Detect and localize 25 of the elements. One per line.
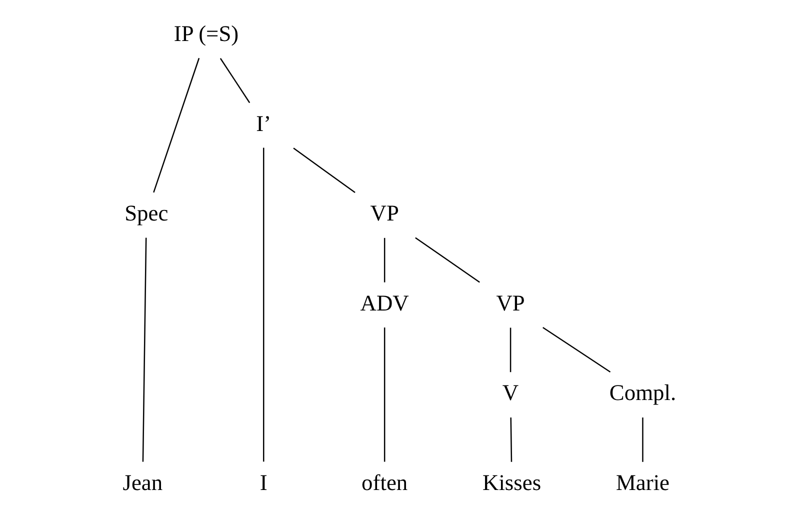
node-text: Spec <box>124 200 168 226</box>
connector <box>383 238 385 282</box>
connector <box>142 238 146 462</box>
connector <box>219 58 250 104</box>
node-text: Jean <box>122 470 162 495</box>
connector <box>152 58 200 193</box>
connector <box>542 326 610 373</box>
connector <box>383 328 385 462</box>
connector <box>642 418 643 462</box>
node-text: IP (=S) <box>173 21 238 46</box>
node-text: VP <box>370 200 398 226</box>
connector <box>509 328 511 372</box>
node-text: Marie <box>615 470 670 495</box>
node-text: ADV <box>360 290 408 316</box>
node-text: V <box>502 380 518 406</box>
connector <box>262 148 264 462</box>
connector <box>292 148 355 194</box>
node-text: VP <box>496 290 524 316</box>
node-text: I <box>259 470 267 495</box>
node-text: I’ <box>256 110 271 136</box>
node-text: Kisses <box>482 470 541 495</box>
node-text: Compl. <box>608 380 676 406</box>
connector <box>414 237 480 283</box>
connector <box>510 418 512 462</box>
node-text: often <box>361 470 408 495</box>
